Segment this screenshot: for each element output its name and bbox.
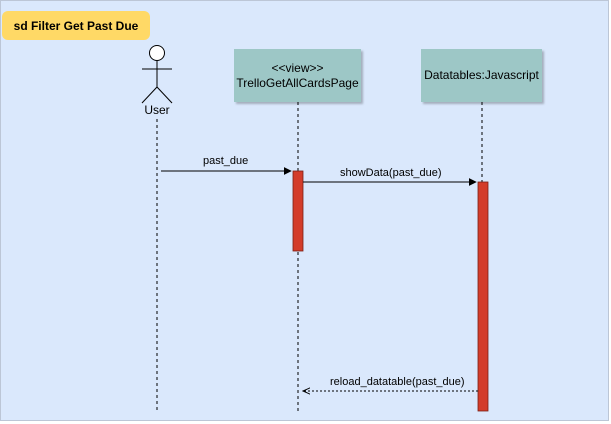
- message-label-past-due: past_due: [203, 155, 249, 167]
- lifeline-name: Datatables:Javascript: [424, 68, 539, 82]
- frame-title: sd Filter Get Past Due: [2, 11, 150, 40]
- lifeline-name: TrelloGetAllCardsPage: [236, 75, 359, 90]
- activation-bar-page: [292, 170, 304, 252]
- message-label-reload-datatable: reload_datatable(past_due): [330, 376, 465, 388]
- activation-bar-datatables: [477, 181, 489, 412]
- lifeline-header-datatables: Datatables:Javascript: [421, 49, 542, 102]
- lifeline-stereotype: <<view>>: [271, 60, 324, 75]
- actor-label: User: [144, 103, 170, 117]
- actor-icon: [141, 45, 173, 104]
- message-label-show-data: showData(past_due): [340, 167, 442, 179]
- lifeline-header-page: <<view>> TrelloGetAllCardsPage: [234, 49, 361, 102]
